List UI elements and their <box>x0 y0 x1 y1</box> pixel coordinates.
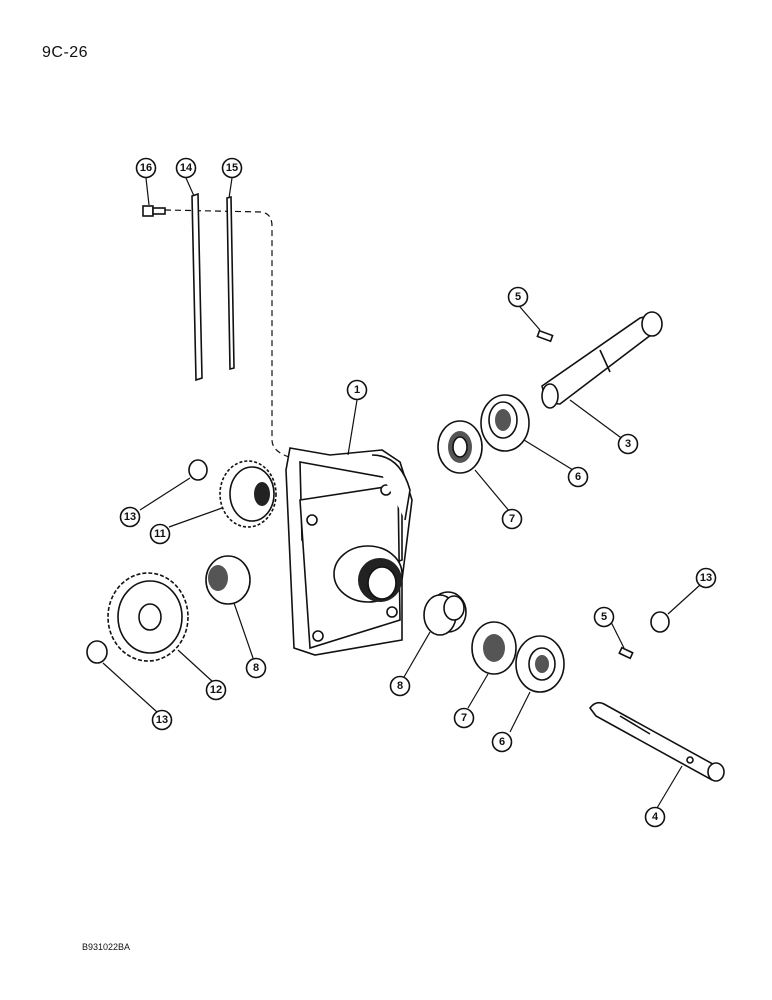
callout-1: 1 <box>346 379 368 401</box>
callout-11: 11 <box>149 523 171 545</box>
shaft-part-3 <box>541 311 663 409</box>
callout-15: 15 <box>221 157 243 179</box>
svg-text:5: 5 <box>515 291 521 303</box>
page-label: 9C-26 <box>42 44 89 61</box>
figure-code: B931022BA <box>82 942 131 952</box>
svg-text:11: 11 <box>154 528 166 540</box>
strip-part-14 <box>191 192 203 382</box>
callout-16: 16 <box>135 157 157 179</box>
callout-13-upper-left: 13 <box>119 506 141 528</box>
svg-text:12: 12 <box>210 684 222 696</box>
callout-8-right: 8 <box>389 675 411 697</box>
alignment-dashed-line <box>164 209 293 459</box>
bevel-gear-part-12 <box>107 572 189 662</box>
bolt-part-16 <box>142 205 166 217</box>
bearing-part-6-lower <box>515 635 565 693</box>
svg-text:15: 15 <box>226 162 238 174</box>
callout-8-left: 8 <box>245 657 267 679</box>
svg-text:8: 8 <box>397 680 403 692</box>
callout-6-lower: 6 <box>491 731 513 753</box>
callout-6-upper: 6 <box>567 466 589 488</box>
bushing-part-8-left <box>205 555 251 605</box>
svg-text:4: 4 <box>652 811 659 823</box>
callout-7-upper: 7 <box>501 508 523 530</box>
svg-text:6: 6 <box>499 736 505 748</box>
callout-5-upper: 5 <box>507 286 529 308</box>
callout-7-lower: 7 <box>453 707 475 729</box>
svg-text:16: 16 <box>140 162 152 174</box>
key-part-5-upper <box>536 329 554 343</box>
svg-text:5: 5 <box>601 611 607 623</box>
callout-13-lower-right: 13 <box>695 567 717 589</box>
strip-part-15 <box>226 195 235 371</box>
bearing-part-7-lower <box>471 621 517 675</box>
callout-5-lower: 5 <box>593 606 615 628</box>
bearing-part-7-upper <box>437 420 483 474</box>
svg-text:7: 7 <box>461 712 467 724</box>
gear-part-11 <box>219 460 277 528</box>
callout-12: 12 <box>205 679 227 701</box>
callout-3: 3 <box>617 433 639 455</box>
shaft-part-4 <box>588 701 725 782</box>
housing-part-1 <box>285 447 413 656</box>
callout-14: 14 <box>175 157 197 179</box>
snap-ring-part-13-lower-left <box>86 640 108 664</box>
svg-text:7: 7 <box>509 513 515 525</box>
key-part-5-lower <box>618 646 634 660</box>
svg-text:13: 13 <box>156 714 168 726</box>
callout-13-lower-left: 13 <box>151 709 173 731</box>
svg-text:13: 13 <box>124 511 136 523</box>
callout-4: 4 <box>644 806 666 828</box>
leader-lines <box>102 177 701 809</box>
snap-ring-part-13-upper <box>188 459 208 481</box>
bushing-part-8-right <box>423 591 467 636</box>
snap-ring-part-13-lower-right <box>650 611 670 633</box>
svg-text:13: 13 <box>700 572 712 584</box>
bearing-part-6-upper <box>480 394 530 452</box>
svg-text:14: 14 <box>180 162 193 174</box>
svg-text:1: 1 <box>354 384 360 396</box>
svg-text:8: 8 <box>253 662 259 674</box>
svg-text:6: 6 <box>575 471 581 483</box>
svg-text:3: 3 <box>625 438 631 450</box>
